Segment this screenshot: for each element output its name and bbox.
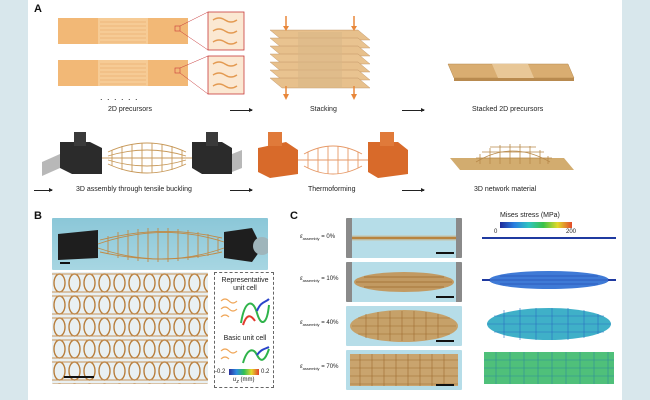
strain-photo-0 bbox=[346, 218, 462, 258]
more-dots: . . . . . . bbox=[100, 92, 139, 102]
scale-bar bbox=[436, 384, 454, 386]
simulation-column bbox=[482, 237, 616, 384]
colorbar-uz-label: uz (mm) bbox=[233, 377, 255, 386]
photo-network-closeup bbox=[52, 272, 208, 384]
scale-bar bbox=[436, 340, 454, 342]
stacked-illustration bbox=[447, 63, 575, 81]
colorbar-uz-max: 0.2 bbox=[261, 369, 270, 375]
photo-assembled-top bbox=[52, 218, 268, 270]
strain-label-70: εassembly = 70% bbox=[300, 364, 339, 372]
representative-unit-cell-label: Representative unit cell bbox=[221, 277, 269, 292]
basic-unit-cell-icon bbox=[220, 346, 270, 364]
arrow-a5 bbox=[402, 188, 425, 192]
colorbar-uz bbox=[229, 369, 259, 375]
panel-a-letter: A bbox=[34, 3, 42, 15]
caption-thermoforming: Thermoforming bbox=[308, 186, 356, 193]
assembly-illustration bbox=[42, 132, 242, 176]
strain-photo-70 bbox=[346, 350, 462, 390]
panel-b-letter: B bbox=[34, 210, 42, 222]
scale-bar bbox=[60, 262, 70, 264]
scale-bar bbox=[64, 376, 94, 378]
mises-stress-title: Mises stress (MPa) bbox=[500, 212, 560, 219]
scale-bar bbox=[436, 296, 454, 298]
strain-label-10: εassembly = 10% bbox=[300, 276, 339, 284]
caption-stacked-2d-precursors: Stacked 2D precursors bbox=[472, 106, 544, 113]
figure-panel: A . . . . . . 2D precursors bbox=[28, 0, 622, 400]
strain-photo-10 bbox=[346, 262, 462, 302]
caption-2d-precursors: 2D precursors bbox=[108, 106, 152, 113]
scale-bar bbox=[436, 252, 454, 254]
strain-photo-40 bbox=[346, 306, 462, 346]
representative-unit-cell-icon bbox=[220, 298, 270, 326]
arrow-a2 bbox=[402, 108, 425, 112]
strain-label-40: εassembly = 40% bbox=[300, 320, 339, 328]
colorbar-uz-min: -0.2 bbox=[215, 369, 226, 375]
arrow-a4 bbox=[230, 188, 253, 192]
caption-stacking: Stacking bbox=[310, 106, 337, 113]
mises-colorbar-max: 200 bbox=[566, 229, 577, 235]
thermoforming-illustration bbox=[258, 132, 408, 178]
stacking-illustration bbox=[269, 16, 371, 100]
strain-label-0: εassembly = 0% bbox=[300, 234, 336, 242]
basic-unit-cell-label: Basic unit cell bbox=[223, 335, 267, 342]
mises-colorbar bbox=[500, 222, 572, 228]
caption-3d-assembly: 3D assembly through tensile buckling bbox=[76, 186, 192, 193]
unit-cell-box: Representative unit cell Basic unit cell… bbox=[214, 272, 274, 388]
mises-colorbar-min: 0 bbox=[494, 229, 498, 235]
arrow-a3 bbox=[34, 188, 53, 192]
caption-3d-network-material: 3D network material bbox=[474, 186, 537, 193]
arrow-a1 bbox=[230, 108, 253, 112]
network-illustration bbox=[450, 144, 574, 170]
panel-c-letter: C bbox=[290, 210, 298, 222]
precursor-illustration bbox=[58, 11, 245, 95]
